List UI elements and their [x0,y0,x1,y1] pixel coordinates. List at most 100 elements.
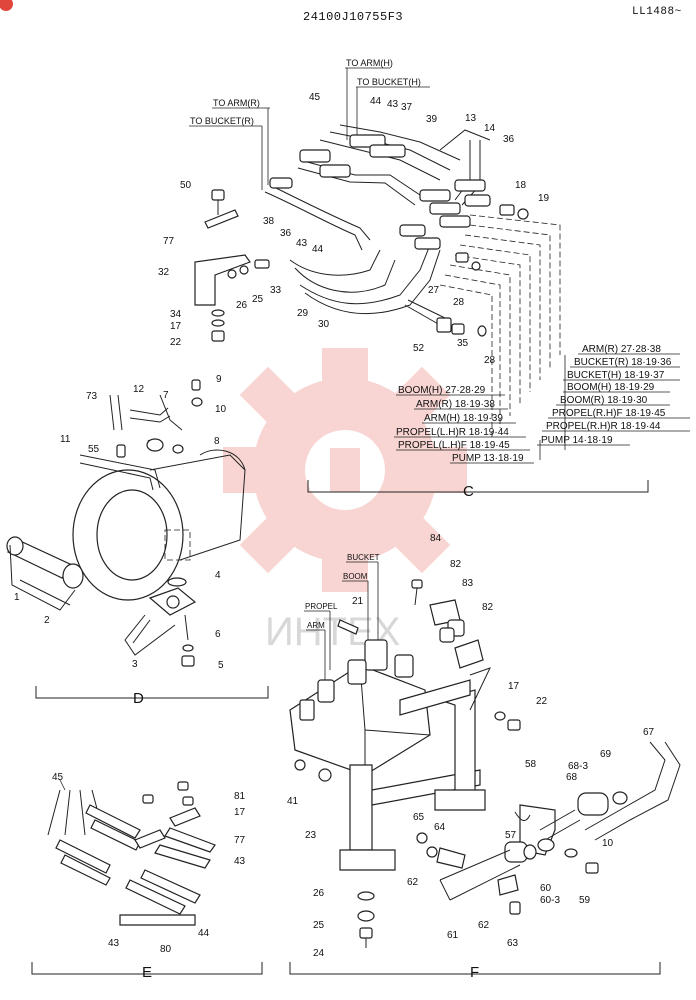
callout-c: 36 [503,134,515,145]
callout-f: 84 [430,533,442,544]
drawing-number: 24100J10755F3 [303,10,404,24]
legend-left-1: ARM(R) 18·19·38 [416,399,495,410]
callout-f: 82 [450,559,462,570]
callout-e: 77 [234,835,246,846]
callout-c: 38 [263,216,275,227]
callout-f: 64 [434,822,446,833]
callout-f: 10 [602,838,614,849]
callout-f: 26 [313,888,325,899]
callout-d: 8 [214,436,220,447]
callouts-section-d: 73 12 7 9 10 8 11 55 1 2 4 3 6 5 [14,374,227,671]
callout-c: 27 [428,285,440,296]
legend-right-3: BOOM(H) 18·19·29 [567,382,655,393]
callout-c: 17 [170,321,182,332]
callout-d: 55 [88,444,100,455]
callouts-section-e: 45 81 17 77 43 43 80 44 [52,772,246,955]
label-arm: ARM [307,621,325,630]
callout-e: 45 [52,772,64,783]
callout-d: 5 [218,660,224,671]
callout-f: 62 [478,920,490,931]
callout-f: 17 [508,681,520,692]
callout-c: 39 [426,114,438,125]
callout-c: 37 [401,102,413,113]
callout-d: 4 [215,570,221,581]
callout-e: 43 [108,938,120,949]
callout-c: 18 [515,180,527,191]
callout-e: 81 [234,791,246,802]
callouts-section-f: 84 82 83 82 21 17 22 41 67 58 69 68-3 68… [287,533,655,959]
section-e-drawing [31,779,263,975]
callout-f: 83 [462,578,474,589]
callout-c: 44 [312,244,324,255]
label-to-bucket-r: TO BUCKET(R) [190,116,254,126]
callout-f: 57 [505,830,517,841]
callout-e: 17 [234,807,246,818]
callout-f: 68 [566,772,578,783]
callout-f: 25 [313,920,325,931]
section-label-d: D [133,690,144,707]
section-d-drawing [6,379,269,699]
legend-right: ARM(R) 27·28·38 BUCKET(R) 18·19·36 BUCKE… [537,344,690,446]
callout-c: 77 [163,236,175,247]
callout-d: 11 [60,434,71,445]
callout-d: 3 [132,659,138,670]
callout-f: 60 [540,883,552,894]
callout-f: 62 [407,877,419,888]
callout-c: 45 [309,92,321,103]
label-bucket: BUCKET [347,553,380,562]
callout-f: 41 [287,796,299,807]
corner-marker-icon [0,0,13,11]
callout-f: 60-3 [540,895,560,906]
callout-c: 26 [236,300,248,311]
callout-e: 43 [234,856,246,867]
callout-f: 61 [447,930,459,941]
callout-d: 7 [163,390,169,401]
legend-right-6: PROPEL(R.H)R 18·19·44 [546,421,661,432]
callout-c: 22 [170,337,182,348]
sheet-code: LL1488~ [632,6,682,18]
callout-d: 2 [44,615,50,626]
callout-e: 44 [198,928,210,939]
callout-c: 50 [180,180,192,191]
callout-c: 19 [538,193,550,204]
section-f-drawing: BUCKET BOOM PROPEL ARM [289,553,681,975]
callout-d: 12 [133,384,145,395]
label-to-bucket-h: TO BUCKET(H) [357,77,421,87]
callout-c: 30 [318,319,330,330]
callout-f: 21 [352,596,364,607]
callout-f: 63 [507,938,519,949]
callout-c: 13 [465,113,477,124]
legend-right-7: PUMP 14·18·19 [541,435,613,446]
callout-d: 10 [215,404,227,415]
label-boom: BOOM [343,572,368,581]
legend-right-4: BOOM(R) 18·19·30 [560,395,648,406]
callout-d: 9 [216,374,222,385]
callout-c: 33 [270,285,282,296]
callout-c: 14 [484,123,496,134]
callout-f: 69 [600,749,612,760]
legend-left-4: PROPEL(L.H)F 18·19·45 [398,440,510,451]
callout-c: 43 [296,238,308,249]
section-c-drawing: TO ARM(H) TO BUCKET(H) TO ARM(R) TO BUCK… [189,58,649,493]
callout-c: 35 [457,338,469,349]
legend-left-5: PUMP 13·18·19 [452,453,524,464]
callout-f: 23 [305,830,317,841]
callout-f: 24 [313,948,325,959]
callout-c: 34 [170,309,182,320]
callout-e: 80 [160,944,172,955]
legend-left: BOOM(H) 27·28·29 ARM(R) 18·19·38 ARM(H) … [394,385,534,464]
callout-c: 29 [297,308,309,319]
callout-f: 65 [413,812,425,823]
legend-right-1: BUCKET(R) 18·19·36 [574,357,672,368]
section-label-e: E [142,964,152,981]
callout-f: 22 [536,696,548,707]
callout-c: 36 [280,228,292,239]
legend-right-0: ARM(R) 27·28·38 [582,344,661,355]
callout-c: 25 [252,294,264,305]
callout-f: 82 [482,602,494,613]
callout-c: 32 [158,267,170,278]
legend-left-0: BOOM(H) 27·28·29 [398,385,486,396]
callout-c: 52 [413,343,425,354]
legend-left-3: PROPEL(L.H)R 18·19·44 [396,427,509,438]
